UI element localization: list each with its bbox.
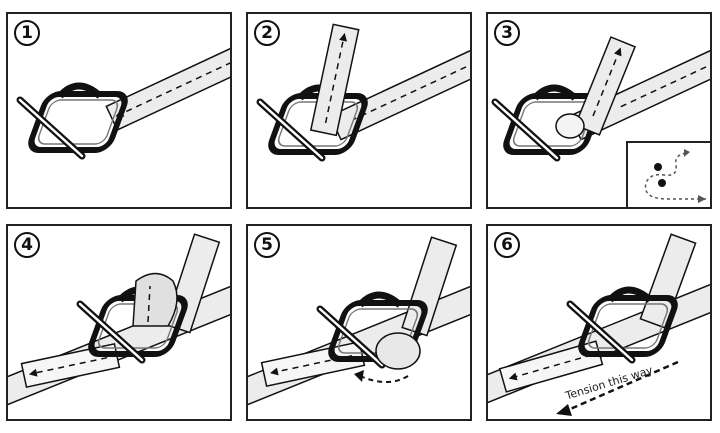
step-6-panel: Tension this way 6 [486,224,712,421]
step-6-illustration [488,233,710,416]
strap [105,46,230,131]
step-number: 3 [494,20,520,46]
step-1-illustration [8,46,230,209]
step-number: 1 [14,20,40,46]
step-2-illustration [248,23,470,209]
threading-path-diagram [644,149,706,203]
step-1-panel: 1 [6,12,232,209]
threading-detail-inset [626,141,710,207]
step-number: 4 [14,232,40,258]
step-2-panel: 2 [246,12,472,209]
step-5-panel: 5 [246,224,472,421]
strap-tail [20,342,121,388]
strap-end [574,36,637,136]
step-number: 2 [254,20,280,46]
step-number: 5 [254,232,280,258]
step-3-illustration [488,36,710,209]
rotate-arrow-icon [359,375,409,383]
step-4-illustration [8,233,230,408]
step-number: 6 [494,232,520,258]
step-4-panel: 4 [6,224,232,421]
strap-end [309,23,360,137]
tension-arrow-icon [567,360,679,412]
step-3-panel: 3 [486,12,712,209]
step-5-illustration [248,236,470,408]
buckle-icon [20,86,128,156]
strap-tail [260,340,366,388]
